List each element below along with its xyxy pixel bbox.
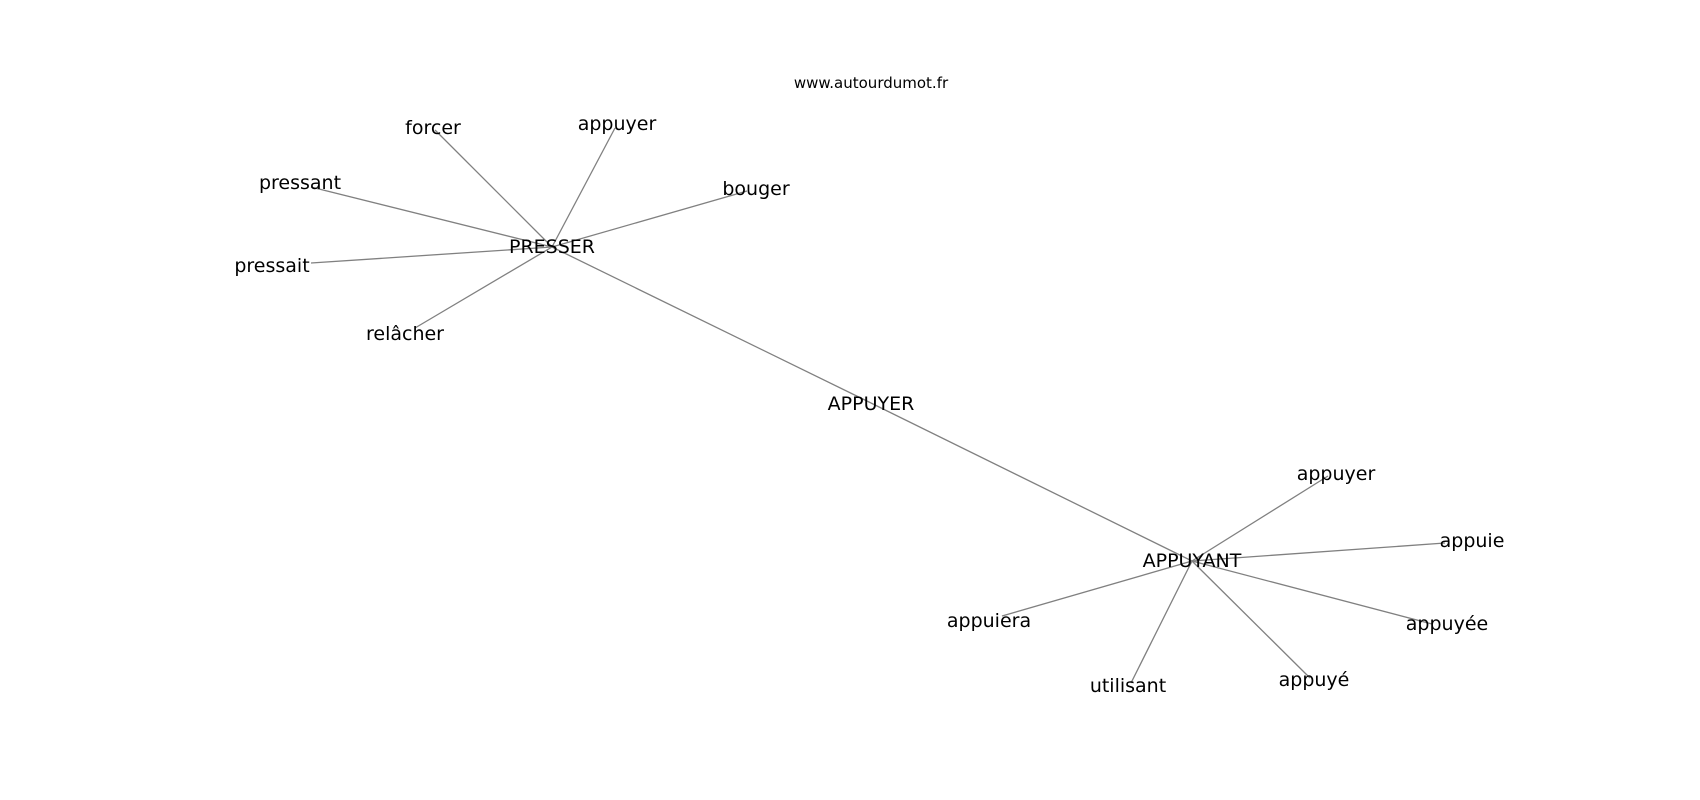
edge-appuyant-appuye	[1191, 560, 1311, 679]
edge-presser-bouger	[551, 190, 748, 248]
node-bouger: bouger	[722, 178, 789, 200]
node-center: APPUYER	[828, 393, 915, 415]
edge-presser-forcer	[434, 129, 553, 248]
edge-appuyant-utilisant	[1130, 560, 1193, 684]
node-utilisant: utilisant	[1090, 675, 1166, 697]
edge-presser-relacher	[414, 246, 553, 329]
node-appuie: appuie	[1440, 530, 1505, 552]
edge-presser-pressait	[310, 246, 553, 264]
node-appuyer-1: appuyer	[578, 113, 657, 135]
node-appuyer-2: appuyer	[1297, 463, 1376, 485]
edge-presser-appuyer-center	[551, 246, 872, 404]
node-hub-appuyant: APPUYANT	[1143, 550, 1242, 572]
node-appuyee: appuyée	[1406, 613, 1488, 635]
node-hub-presser: PRESSER	[509, 236, 595, 258]
graph-edges	[310, 127, 1446, 684]
edge-presser-pressant	[310, 186, 553, 248]
node-pressait: pressait	[234, 255, 309, 277]
edge-appuyant-appuyee	[1191, 560, 1433, 625]
edge-appuyant-appuyer	[1191, 475, 1329, 562]
edge-center-appuyant	[870, 402, 1193, 562]
edge-presser-appuyer	[551, 127, 616, 248]
edge-appuyant-appuiera	[1001, 560, 1193, 617]
node-pressant: pressant	[259, 172, 341, 194]
node-appuiera: appuiera	[947, 610, 1031, 632]
node-relacher: relâcher	[366, 323, 444, 345]
edge-appuyant-appuie	[1191, 542, 1446, 562]
watermark-text[interactable]: www.autourdumot.fr	[794, 74, 949, 92]
node-forcer: forcer	[405, 117, 461, 139]
graph-nodes: APPUYER PRESSER forcer appuyer pressant …	[234, 113, 1504, 697]
node-appuye: appuyé	[1279, 669, 1350, 691]
